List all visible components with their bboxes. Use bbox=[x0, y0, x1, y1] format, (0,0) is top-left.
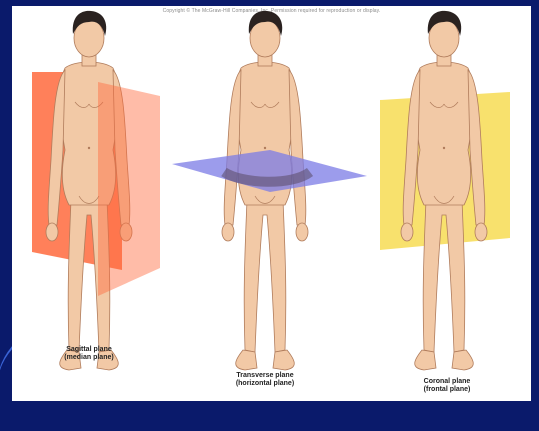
sagittal-caption-line2: (median plane) bbox=[34, 354, 144, 362]
transverse-caption-line1: Transverse plane bbox=[210, 372, 320, 380]
coronal-caption-line2: (frontal plane) bbox=[392, 386, 502, 394]
transverse-caption-line2: (horizontal plane) bbox=[210, 380, 320, 388]
sagittal-figure bbox=[32, 11, 160, 370]
coronal-person bbox=[401, 11, 487, 370]
slide-frame: Copyright © The McGraw-Hill Companies, I… bbox=[0, 0, 539, 401]
transverse-figure bbox=[172, 11, 367, 370]
coronal-caption: Coronal plane (frontal plane) bbox=[392, 378, 502, 394]
sagittal-plane-front bbox=[98, 82, 160, 296]
coronal-figure bbox=[380, 11, 510, 370]
body-planes-diagram bbox=[12, 6, 531, 401]
transverse-caption: Transverse plane (horizontal plane) bbox=[210, 372, 320, 388]
sagittal-caption-line1: Sagittal plane bbox=[34, 346, 144, 354]
diagram-panel: Copyright © The McGraw-Hill Companies, I… bbox=[12, 6, 531, 401]
coronal-caption-line1: Coronal plane bbox=[392, 378, 502, 386]
sagittal-caption: Sagittal plane (median plane) bbox=[34, 346, 144, 362]
